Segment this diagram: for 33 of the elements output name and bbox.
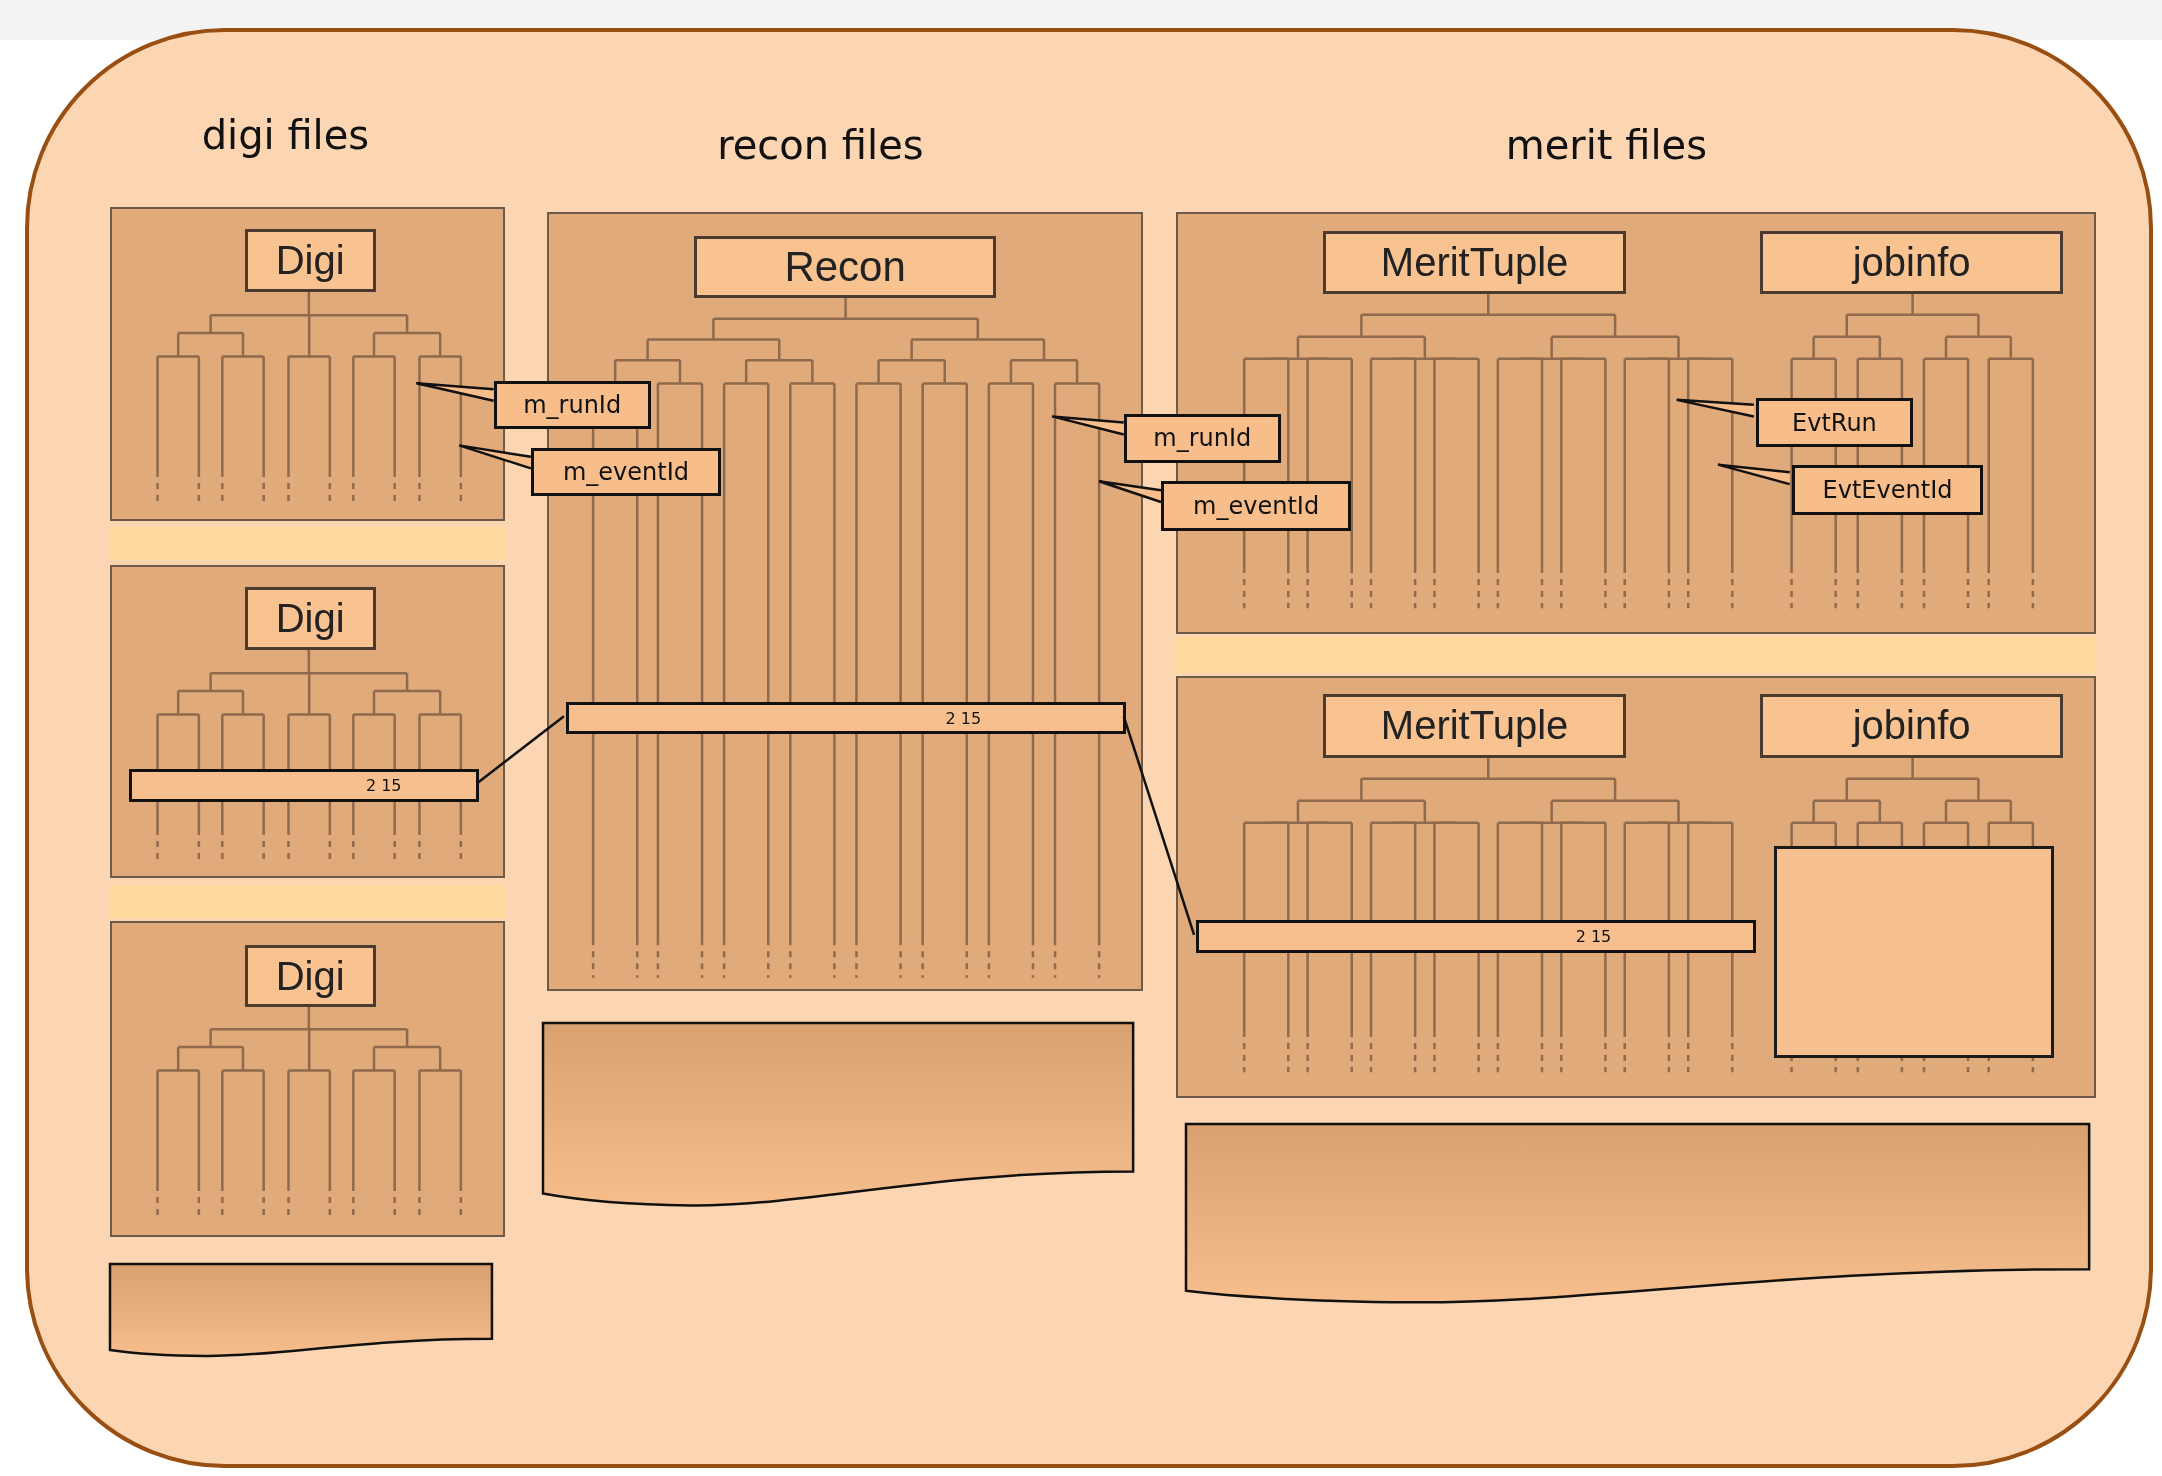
file-panel (1176, 675, 2096, 1098)
callout-label: EvtRun (1755, 397, 1913, 448)
column-title: digi files (201, 111, 370, 158)
tree-root-label: Digi (244, 945, 376, 1008)
callout-pointer (415, 382, 495, 403)
callout-pointer (1716, 463, 1791, 486)
callout-label: m_eventId (530, 448, 722, 497)
entry-bar: 2 15 (128, 768, 480, 802)
tree-root-label: MeritTuple (1322, 230, 1627, 295)
connector-line (1122, 715, 1196, 936)
entry-bar: 2 15 (565, 702, 1126, 735)
callout-pointer (1675, 398, 1756, 418)
connector-line (476, 715, 565, 785)
tree-root-label: jobinfo (1760, 694, 2064, 758)
callout-pointer (457, 444, 533, 470)
callout-label: m_eventId (1160, 481, 1352, 531)
tree-root-label: Recon (694, 236, 997, 299)
callout-pointer (1097, 479, 1163, 504)
callout-label: EvtEventId (1791, 465, 1984, 515)
file-panel (110, 921, 505, 1237)
blank-panel (1773, 845, 2054, 1059)
callout-label: m_runId (1123, 413, 1281, 464)
tree-root-label: Digi (244, 229, 376, 292)
file-panel (110, 206, 505, 522)
tree-root-label: Digi (244, 586, 376, 651)
entry-bar: 2 15 (1196, 920, 1756, 954)
column-title: recon files (717, 121, 924, 168)
column-title: merit files (1505, 121, 1707, 168)
file-panel (110, 565, 505, 879)
callout-pointer (1050, 415, 1125, 436)
tree-root-label: jobinfo (1760, 230, 2064, 295)
callout-label: m_runId (493, 380, 651, 429)
tree-root-label: MeritTuple (1322, 694, 1627, 758)
